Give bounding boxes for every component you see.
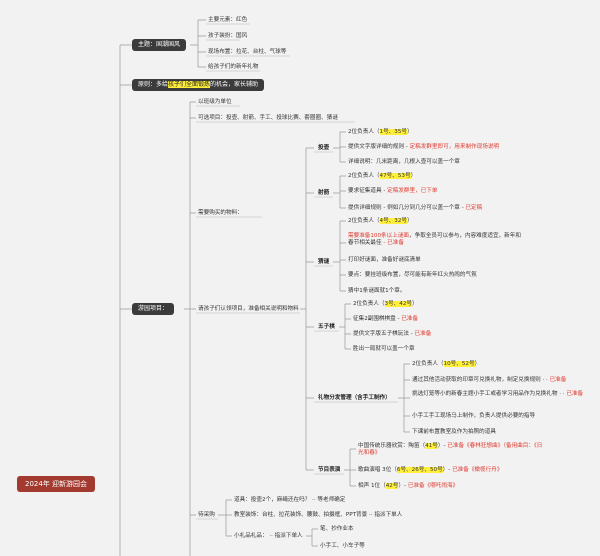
sheji-label: 射箭 — [318, 190, 330, 196]
theme-item: 孩子装扮：国风 — [208, 33, 248, 39]
shows-song: 歌曲演唱 3位（6号、26号、50号）- 已准备《橄榄行舟》 — [358, 467, 503, 473]
root-node[interactable]: 2024年 迎新游园会 — [17, 476, 96, 492]
report-label: 请孩子们认领项目，准备相关说明和物料 — [198, 306, 299, 312]
shows-label: 节目表演 — [318, 467, 341, 473]
wuziqi-label: 五子棋 — [318, 324, 335, 330]
wuziqi-lead: 2位负责人（3号、42号） — [353, 301, 418, 307]
toujiu-label: 投壶 — [318, 145, 330, 151]
caimi-label: 猜谜 — [318, 259, 330, 265]
caimi-decor: 要点：要挂班级布置，尽可能有新年红火热闹的气氛 — [348, 272, 477, 278]
procure-decor: 教室装饰：台柱、拉花装饰、腰鼓、拍摄框、PPT背景 ·· 指派下单人 — [234, 512, 403, 518]
sheji-rules: 提供详细规则 - 例如几分到几分可以盖一个章 - 已定稿 — [348, 205, 483, 211]
sheji-buy: 要求征集道具 - 定稿发群里，已下单 — [348, 188, 438, 194]
procure-food: 道具：投壶2个，麻绳还在吗？ ·· 等老师确定 — [234, 497, 346, 503]
principle-post: 的机会，家长辅助 — [210, 81, 259, 88]
gifts-lead: 2位负责人（10号、52号） — [412, 361, 481, 367]
caimi-lead: 2位负责人（4号、32号） — [348, 218, 413, 224]
procure-gift-label: 小礼品礼品： ·· 指派下单人 — [234, 533, 303, 539]
games-unit: 以班级为单位 — [198, 99, 232, 105]
gifts-label: 礼物分发管理（含手工制作） — [318, 395, 391, 401]
toujiu-lead: 2位负责人（1号、35号） — [348, 129, 413, 135]
principle-highlight: 孩子们全面锻炼 — [168, 81, 211, 88]
wuziqi-board: 征集2副围棋棋盘 - 已准备 — [353, 316, 419, 322]
caimi-print: 打印好谜面，准备好谜底清单 — [348, 257, 421, 263]
principle-node[interactable]: 原则：多给孩子们全面锻炼的机会，家长辅助 — [132, 79, 265, 91]
gifts-exchange: 通过其他活动获取的印章可兑换礼物，制定兑换规则 · · 已准备 — [412, 377, 567, 383]
gifts-craft: 挑选灯笼等小的新春主题小手工或者学习用品作为兑换礼物 · · 已准备 — [412, 391, 584, 397]
caimi-rule: 猜中1条谜面就1个章。 — [348, 288, 406, 294]
materials-label: 需要购买的物料： — [198, 210, 243, 216]
shows-crosstalk: 相声 1位（42号）- 已准备《哪吒闹海》 — [358, 483, 459, 489]
gifts-decor: 下课前布置教室及作为拍照的道具 — [412, 429, 496, 435]
toujiu-doc: 提供文字版详细的规则 - 定稿发群里即可，用来制作现场说明 — [348, 144, 500, 150]
games-options: 可选项目：投壶、射箭、手工、投球比赛、套圈圈、猜谜 — [198, 115, 338, 121]
procure-gift-item: 小手工、小车子等 — [320, 543, 365, 549]
wuziqi-rule: 胜出一局就可以盖一个章 — [353, 346, 415, 352]
wuziqi-doc: 提供文字版五子棋玩法 - 已准备 — [353, 331, 432, 337]
theme-item: 现场布置：拉花、台柱、气球等 — [208, 49, 287, 55]
theme-item: 主要元素：红色 — [208, 17, 248, 23]
theme-item: 给孩子们的新年礼物 — [208, 64, 259, 70]
caimi-prep: 需要准备100条以上谜面，争取全员可以参与，内容难度适宜，新年和春节相关最佳 -… — [348, 233, 521, 246]
principle-pre: 原则：多给 — [138, 81, 169, 88]
toujiu-detail: 详细说明：几米距离，几根入壶可以盖一个章 — [348, 159, 460, 165]
procure-label: 待采购 — [198, 512, 215, 518]
sheji-lead: 2位负责人（47号、53号） — [348, 173, 417, 179]
shows-opera: 中国传统乐器欣赏：陶笛（41号）- 已准备《春林狂想曲》（备用曲目：《日光和春》 — [358, 443, 543, 456]
gifts-volunteer: 小手工手工现场马上制作，负责人提供必要的指导 — [412, 413, 536, 419]
games-node[interactable]: 游园项目： — [132, 303, 175, 315]
procure-gift-item: 笔、抄作业本 — [320, 526, 354, 532]
theme-node[interactable]: 主题：国潮国风 — [132, 39, 187, 51]
